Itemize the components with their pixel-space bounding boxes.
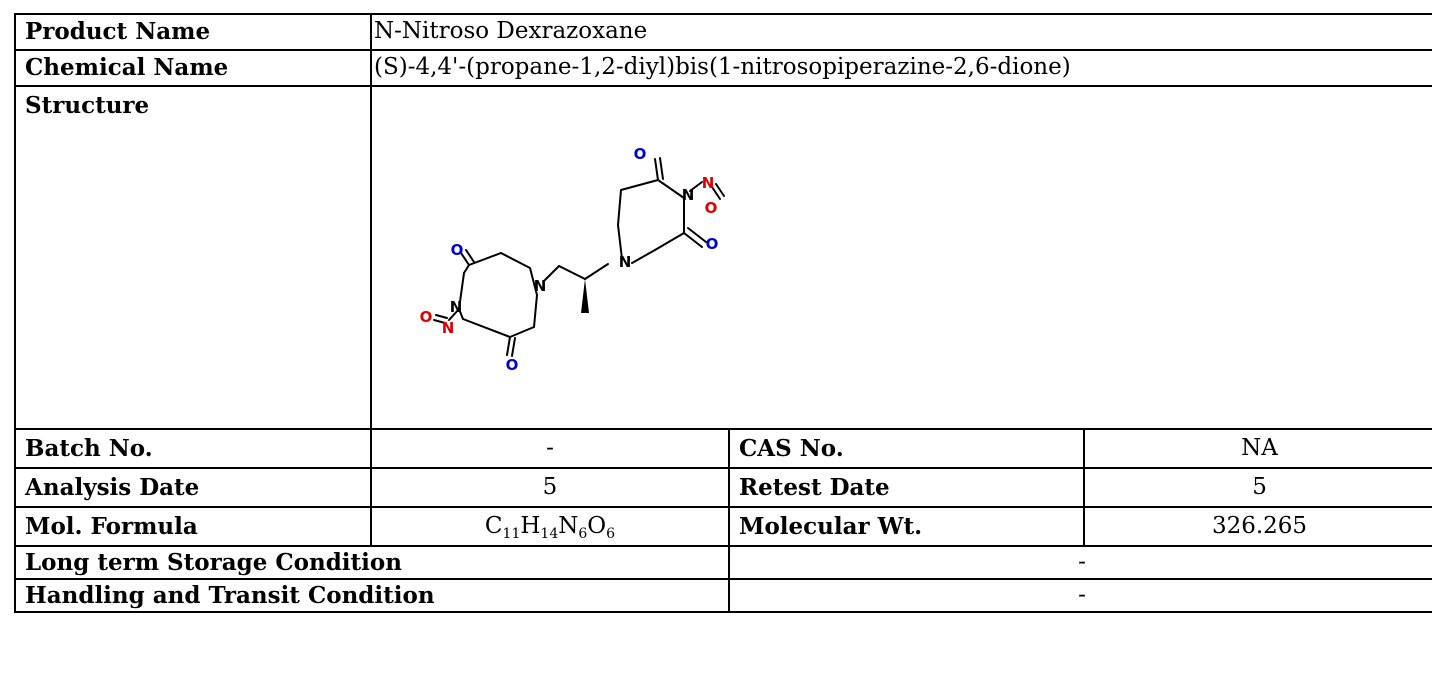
atom-n1: N xyxy=(534,277,547,295)
formula-n-count: 6 xyxy=(578,525,588,542)
stereo-wedge-bond xyxy=(581,279,589,313)
chemical-name-value: (S)-4,4'-(propane-1,2-diyl)bis(1-nitroso… xyxy=(369,49,1432,87)
molecule-structure-image: O O O O O O N N N N N N xyxy=(420,145,725,374)
structure-label: Structure xyxy=(14,85,372,430)
long-term-storage-label: Long term Storage Condition xyxy=(14,545,730,580)
formula-h-count: 14 xyxy=(540,525,559,542)
mol-formula-label: Mol. Formula xyxy=(14,506,372,547)
atom-o5: O xyxy=(420,308,433,326)
atom-o1: O xyxy=(451,241,464,259)
molecular-wt-value: 326.265 xyxy=(1082,506,1432,547)
formula-o: O xyxy=(587,512,607,539)
cas-no-value: NA xyxy=(1082,428,1432,469)
product-spec-table: Product Name N-Nitroso Dexrazoxane Chemi… xyxy=(14,13,1432,613)
chemical-name-label: Chemical Name xyxy=(14,49,372,87)
batch-no-value: - xyxy=(370,428,730,469)
structure-cell: O O O O O O N N N N N N xyxy=(369,85,1432,430)
handling-transit-label: Handling and Transit Condition xyxy=(14,578,730,613)
formula-n: N xyxy=(558,512,579,539)
atom-n3: N xyxy=(450,298,463,316)
atom-o6: O xyxy=(705,199,718,217)
product-name-label: Product Name xyxy=(14,13,372,51)
product-name-value: N-Nitroso Dexrazoxane xyxy=(369,13,1432,51)
row-dates: Analysis Date 5 Retest Date 5 xyxy=(14,467,1432,508)
molecular-wt-label: Molecular Wt. xyxy=(728,506,1085,547)
atom-n2: N xyxy=(619,253,632,271)
analysis-date-label: Analysis Date xyxy=(14,467,372,508)
row-product-name: Product Name N-Nitroso Dexrazoxane xyxy=(14,13,1432,51)
atom-n5: N xyxy=(682,186,695,204)
row-formula-weight: Mol. Formula C11H14N6O6 Molecular Wt. 32… xyxy=(14,506,1432,547)
formula-c: C xyxy=(484,512,503,539)
row-batch-cas: Batch No. - CAS No. NA xyxy=(14,428,1432,469)
formula-o-count: 6 xyxy=(606,525,616,542)
row-handling-transit: Handling and Transit Condition - xyxy=(14,578,1432,613)
row-chemical-name: Chemical Name (S)-4,4'-(propane-1,2-diyl… xyxy=(14,49,1432,87)
batch-no-label: Batch No. xyxy=(14,428,372,469)
atom-o4: O xyxy=(706,235,719,253)
molecule-bonds xyxy=(433,157,725,357)
mol-formula-value: C11H14N6O6 xyxy=(370,506,730,547)
long-term-storage-value: - xyxy=(727,545,1432,580)
handling-transit-value: - xyxy=(727,578,1432,613)
atom-n6: N xyxy=(702,174,715,192)
row-structure: Structure xyxy=(14,85,1432,430)
formula-c-count: 11 xyxy=(502,525,521,542)
row-long-term-storage: Long term Storage Condition - xyxy=(14,545,1432,580)
analysis-date-value: 5 xyxy=(370,467,730,508)
retest-date-value: 5 xyxy=(1082,467,1432,508)
formula-h: H xyxy=(520,512,541,539)
cas-no-label: CAS No. xyxy=(728,428,1085,469)
atom-n4: N xyxy=(442,319,455,337)
retest-date-label: Retest Date xyxy=(728,467,1085,508)
molecule-atom-labels: O O O O O O N N N N N N xyxy=(420,145,719,374)
atom-o3: O xyxy=(634,145,647,163)
atom-o2: O xyxy=(506,356,519,374)
